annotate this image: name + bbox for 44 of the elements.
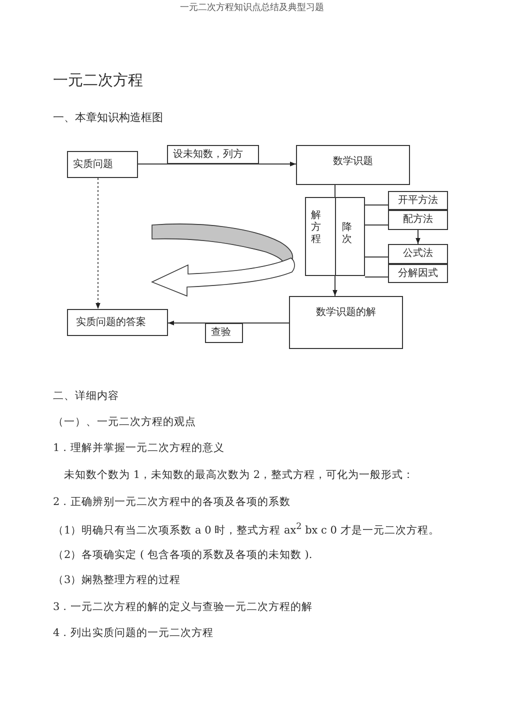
node-label: 公式法 (403, 248, 433, 260)
edge-label: 查验 (205, 323, 243, 343)
page-header: 一元二次方程知识点总结及典型习题 (180, 2, 324, 15)
arrow (168, 320, 290, 326)
node-label: 实质问题的答案 (76, 316, 146, 328)
process-box (67, 151, 138, 178)
paragraph: 未知数个数为 1，未知数的最高次数为 2，整式方程，可化为一般形式： (64, 469, 414, 482)
process-box (388, 191, 448, 210)
arrow (332, 276, 338, 296)
list-item: 4．列出实质问题的一元二次方程 (53, 627, 214, 640)
process-box (67, 309, 168, 336)
dashed-arrow (96, 178, 100, 310)
node-label: 分解因式 (398, 268, 438, 280)
connector-line (334, 184, 336, 198)
connector-line (364, 224, 388, 226)
node-label: 配方法 (403, 214, 433, 226)
list-item: 1．理解并掌握一元二次方程的意义 (53, 442, 225, 455)
arrow (138, 162, 296, 166)
process-box (289, 296, 403, 349)
node-label: 降次 (342, 222, 353, 246)
list-item: （2）各项确实定 ( 包含各项的系数及各项的未知数 ). (53, 549, 312, 562)
section-heading: 一、本章知识构造框图 (53, 111, 163, 124)
process-box (388, 244, 448, 264)
process-box (388, 210, 448, 230)
node-label: 实质问题 (73, 158, 113, 170)
list-item: 3．一元二次方程的解的定义与查验一元二次方程的解 (53, 601, 313, 614)
process-box (296, 145, 410, 185)
node-label: 数学识题的解 (316, 307, 376, 319)
connector-line (364, 204, 388, 206)
connector-line (364, 276, 388, 278)
subsection-heading: （一）、一元二次方程的观点 (53, 416, 196, 429)
node-label: 数学识题 (333, 156, 373, 168)
arrow (416, 230, 420, 244)
connector-line (364, 256, 388, 258)
process-box (388, 264, 448, 283)
node-label: 开平方法 (398, 194, 438, 206)
list-item: （3）娴熟整理方程的过程 (53, 574, 181, 587)
process-box (305, 197, 365, 276)
node-label: 解方程 (311, 210, 322, 246)
edge-label: 设未知数，列方 (167, 145, 259, 164)
page-title: 一元二次方程 (53, 71, 143, 89)
list-item: （1）明确只有当二次项系数 a 0 时，整式方程 ax$^{2}$ bx c 0 才是一元二次方程。 (53, 522, 440, 538)
section-heading: 二、详细内容 (53, 390, 119, 403)
list-item: 2．正确辨别一元二次方程中的各项及各项的系数 (53, 496, 291, 509)
